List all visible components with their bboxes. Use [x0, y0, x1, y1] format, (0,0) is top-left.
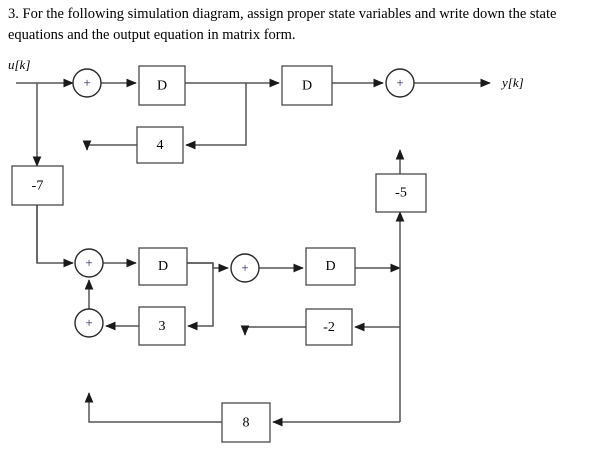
summing-junction-s3[interactable]: +	[74, 248, 104, 278]
simulation-block-diagram: D D 4 -7 -5	[0, 50, 605, 456]
gain-block-minus-7[interactable]: -7	[11, 165, 64, 206]
delay-block-d2[interactable]: D	[281, 65, 333, 106]
delay-block-d4-label: D	[325, 259, 335, 274]
delay-block-d1[interactable]: D	[138, 65, 186, 106]
gain-block-4-label: 4	[157, 138, 164, 153]
delay-block-d3-label: D	[158, 259, 168, 274]
diagram-svg: D D 4 -7 -5	[8, 57, 524, 443]
summing-junction-s4-sign: +	[241, 260, 248, 275]
delay-block-d2-label: D	[302, 79, 312, 94]
wire-gain4-to-sum1	[82, 140, 137, 151]
gain-block-3-label: 3	[159, 319, 166, 334]
gain-block-4[interactable]: 4	[136, 126, 184, 164]
delay-block-d4[interactable]: D	[305, 247, 356, 286]
gain-block-minus-7-label: -7	[32, 179, 44, 194]
gain-block-minus-5[interactable]: -5	[375, 173, 427, 213]
gain-block-minus-2-label: -2	[323, 320, 335, 335]
gain-block-8[interactable]: 8	[221, 402, 271, 443]
summing-junction-s5-sign: +	[85, 315, 92, 330]
summing-junction-s4[interactable]: +	[230, 253, 260, 283]
wire-delay1-branch-to-gain4	[185, 83, 247, 150]
summing-junction-s1[interactable]: +	[72, 68, 102, 98]
gain-block-minus-5-label: -5	[395, 186, 407, 201]
question-text: 3. For the following simulation diagram,…	[8, 6, 557, 44]
wire-gain8-out-left-up-to-sum5	[84, 392, 222, 423]
wire-gain-7-down-to-sum3	[36, 205, 74, 268]
input-signal-label: u[k]	[8, 57, 30, 72]
gain-block-8-label: 8	[243, 416, 250, 431]
summing-junction-s2[interactable]: +	[385, 68, 415, 98]
summing-junction-s3-sign: +	[85, 255, 92, 270]
summing-junction-s1-sign: +	[83, 75, 90, 90]
gain-block-3[interactable]: 3	[138, 306, 186, 346]
gain-block-minus-2[interactable]: -2	[305, 308, 353, 346]
summing-junction-s5[interactable]: +	[74, 308, 104, 338]
delay-block-d3[interactable]: D	[138, 247, 188, 286]
summing-junction-s2-sign: +	[396, 75, 403, 90]
wire-gain-2-to-sum4	[240, 325, 306, 336]
wire-delay3-branch-to-gain3	[187, 263, 214, 331]
delay-block-d1-label: D	[157, 79, 167, 94]
output-signal-label: y[k]	[500, 75, 524, 90]
